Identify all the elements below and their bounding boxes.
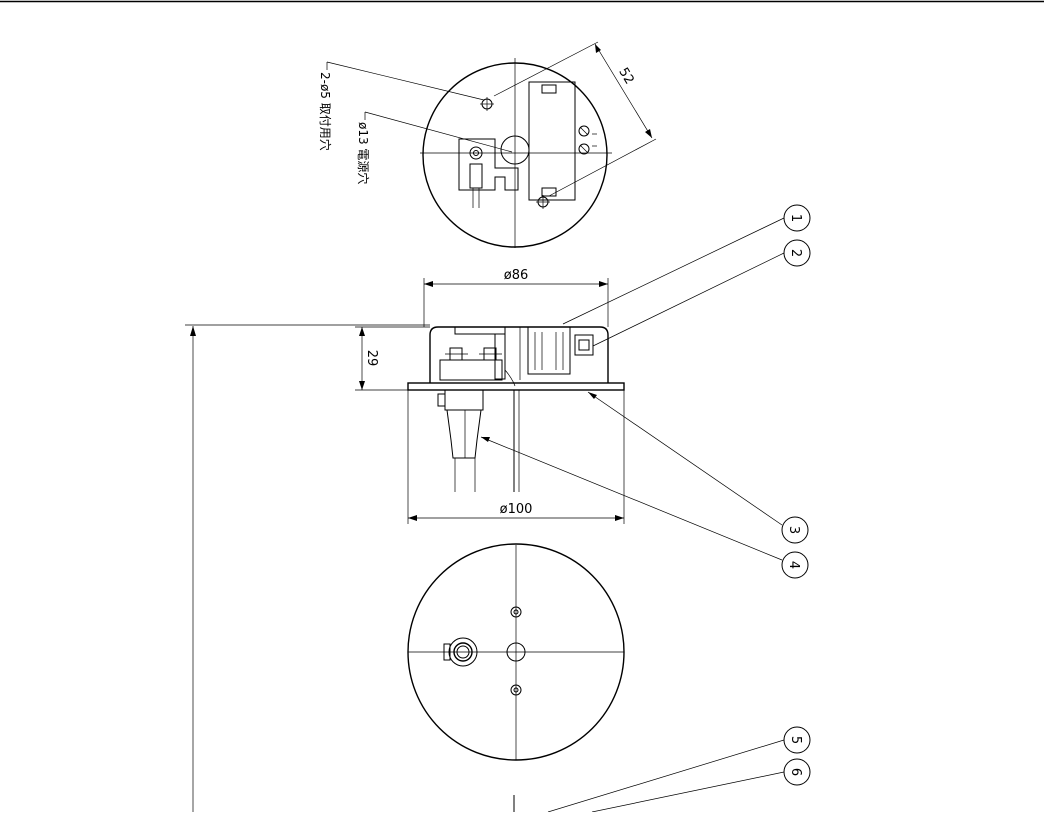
callout-6: 6	[783, 758, 811, 786]
callout-6-label: 6	[788, 768, 803, 776]
dim-base-dia-label: ø100	[500, 502, 533, 517]
bottom-screw-bottom	[510, 684, 522, 696]
base-plate	[407, 382, 625, 391]
callout-4: 4	[781, 551, 809, 579]
dim-slot-spacing: 52	[493, 41, 657, 197]
housing-outline	[429, 326, 609, 383]
dim-housing-dia-label: ø86	[504, 268, 529, 283]
cable-gland	[437, 389, 484, 492]
bottom-center-hole	[506, 642, 526, 662]
terminal-block	[528, 81, 597, 201]
dim-overall-length	[185, 324, 430, 812]
mount-hole-top	[480, 97, 494, 111]
dim-base-dia: ø100	[407, 390, 625, 524]
callout-3: 3	[781, 516, 809, 544]
dim-height: 29	[355, 326, 430, 391]
side-terminal-block	[519, 326, 594, 380]
callout-leaders	[480, 217, 785, 813]
leader-mount-holes: 2-ø5 取付用穴	[318, 61, 485, 151]
callout-3-label: 3	[786, 526, 801, 534]
callout-1-label: 1	[788, 214, 803, 222]
callout-5-label: 5	[788, 736, 803, 744]
callout-5: 5	[783, 726, 811, 754]
side-view: ø86 29 ø100	[355, 268, 625, 524]
leader-power-hole: ø13 電源穴	[356, 111, 513, 184]
callout-4-label: 4	[786, 561, 801, 569]
callout-1: 1	[783, 204, 811, 232]
dim-housing-dia: ø86	[423, 268, 609, 327]
bottom-view	[407, 543, 625, 812]
bottom-screw-top	[510, 606, 522, 618]
bottom-cable-gland	[443, 637, 478, 667]
side-bracket	[439, 326, 516, 387]
mount-hole-bottom	[536, 195, 550, 209]
note-mount-holes: 2-ø5 取付用穴	[318, 72, 333, 151]
callout-2: 2	[783, 239, 811, 267]
note-power-hole: ø13 電源穴	[356, 122, 371, 184]
callout-2-label: 2	[788, 249, 803, 257]
top-view: 52 2-ø5 取付用穴 ø13 電源穴	[318, 41, 657, 248]
dim-height-label: 29	[364, 350, 379, 367]
dim-slot-spacing-label: 52	[615, 65, 636, 87]
cable-bracket	[458, 138, 519, 208]
